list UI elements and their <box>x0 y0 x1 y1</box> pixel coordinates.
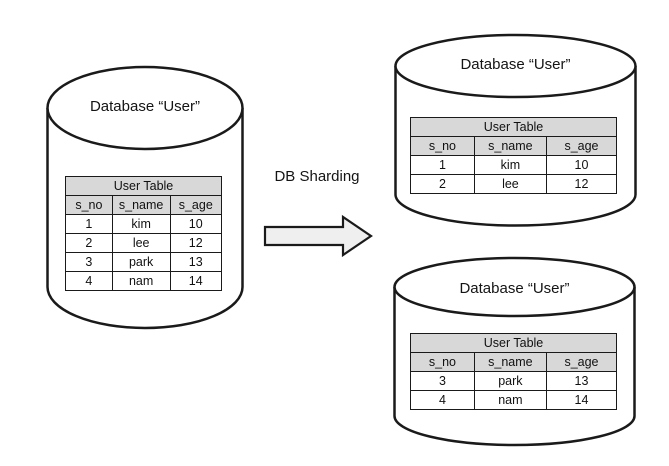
column-header: s_no <box>410 136 475 156</box>
table-cell: 3 <box>65 252 113 272</box>
table-title: User Table <box>410 117 617 137</box>
table-cell: 14 <box>169 271 223 291</box>
table-cell: 13 <box>169 252 223 272</box>
table-cell: kim <box>473 155 547 175</box>
column-header: s_age <box>545 352 618 372</box>
column-header: s_age <box>545 136 618 156</box>
database-title: Database “User” <box>89 98 201 115</box>
table-cell: nam <box>473 390 547 410</box>
table-title-row: User Table <box>410 333 617 353</box>
table-cell: 4 <box>65 271 113 291</box>
table-cell: kim <box>111 214 171 234</box>
table-title-row: User Table <box>65 176 222 196</box>
column-header: s_no <box>410 352 475 372</box>
column-header: s_age <box>169 195 223 215</box>
column-header: s_name <box>111 195 171 215</box>
table-cell: park <box>473 371 547 391</box>
table-cell: 4 <box>410 390 475 410</box>
column-header: s_name <box>473 352 547 372</box>
table-cell: 12 <box>169 233 223 253</box>
table-cell: 10 <box>169 214 223 234</box>
table-cell: 1 <box>65 214 113 234</box>
right-arrow-icon <box>263 214 373 258</box>
table-cell: 3 <box>410 371 475 391</box>
table-cell: 1 <box>410 155 475 175</box>
table-cell: 2 <box>410 174 475 194</box>
table-title: User Table <box>410 333 617 353</box>
table-cell: 14 <box>545 390 618 410</box>
database-title: Database “User” <box>459 280 570 297</box>
arrow-label: DB Sharding <box>274 168 360 185</box>
table-title-row: User Table <box>410 117 617 137</box>
table-title: User Table <box>65 176 222 196</box>
table-cell: lee <box>473 174 547 194</box>
table-cell: nam <box>111 271 171 291</box>
table-cell: park <box>111 252 171 272</box>
table-cell: lee <box>111 233 171 253</box>
column-header: s_name <box>473 136 547 156</box>
table-cell: 12 <box>545 174 618 194</box>
table-cell: 2 <box>65 233 113 253</box>
table-cell: 13 <box>545 371 618 391</box>
database-title: Database “User” <box>460 56 571 73</box>
table-cell: 10 <box>545 155 618 175</box>
column-header: s_no <box>65 195 113 215</box>
